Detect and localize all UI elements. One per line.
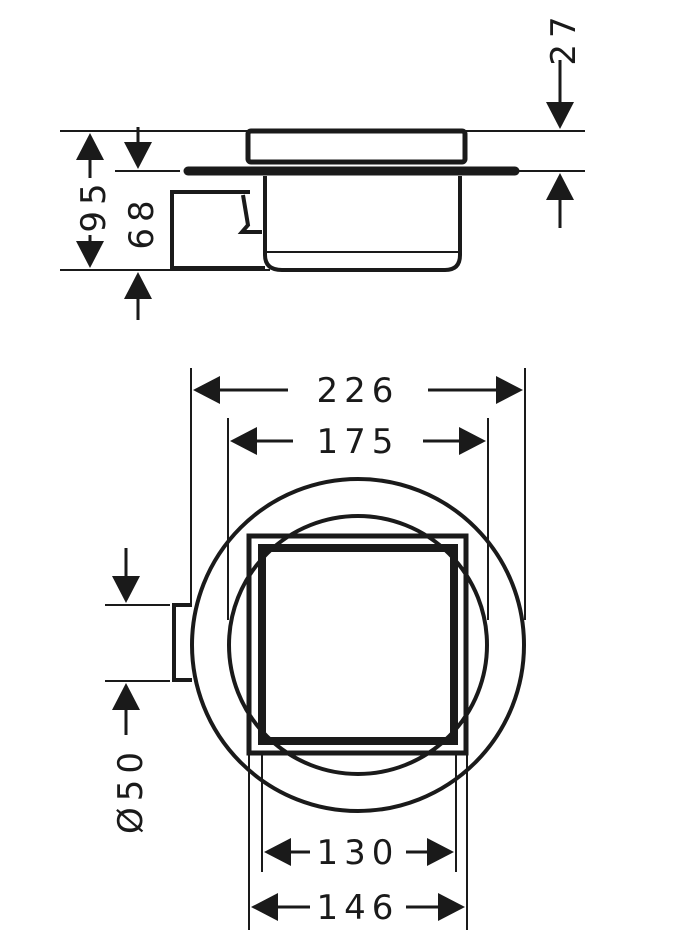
dim-label-146: 146	[317, 888, 400, 928]
flange-circle	[190, 477, 526, 813]
body-circle	[227, 514, 489, 776]
outlet-clip	[237, 194, 262, 234]
outlet-tab	[172, 603, 192, 682]
dim-130-right-arrow-icon	[427, 838, 454, 866]
grate-inner	[258, 544, 458, 745]
dim-outlet-bottom-arrow-icon	[112, 683, 140, 710]
dim-label-226: 226	[317, 371, 400, 411]
grate-frame	[246, 533, 469, 756]
dim-146-left-arrow-icon	[251, 893, 278, 921]
dim-label-95: 95	[74, 177, 114, 232]
drain-body	[263, 176, 462, 272]
dim-label-27: 27	[544, 10, 584, 65]
dim-68-top-arrow-icon	[124, 142, 152, 169]
dim-68-bottom-arrow-icon	[124, 272, 152, 299]
dim-outlet-top-arrow-icon	[112, 576, 140, 603]
dim-label-outlet: Ø50	[111, 746, 151, 834]
dim-226-right-arrow-icon	[496, 376, 523, 404]
dim-label-130: 130	[317, 833, 400, 873]
dim-95-top-arrow-icon	[76, 133, 104, 160]
dim-label-68: 68	[122, 194, 162, 249]
dim-146-right-arrow-icon	[438, 893, 465, 921]
dim-95-bottom-arrow-icon	[76, 241, 104, 268]
dim-226-left-arrow-icon	[193, 376, 220, 404]
side-view: 95 68 27	[60, 10, 585, 320]
dim-27-bottom-arrow-icon	[546, 173, 574, 200]
dim-27-top-arrow-icon	[546, 102, 574, 129]
cover-plate	[245, 128, 468, 165]
top-view: 226 175 130 146 Ø50	[105, 368, 526, 930]
dim-175-left-arrow-icon	[230, 427, 257, 455]
dim-label-175: 175	[317, 422, 400, 462]
dim-175-right-arrow-icon	[459, 427, 486, 455]
dim-130-left-arrow-icon	[264, 838, 291, 866]
outlet-box	[170, 190, 265, 270]
